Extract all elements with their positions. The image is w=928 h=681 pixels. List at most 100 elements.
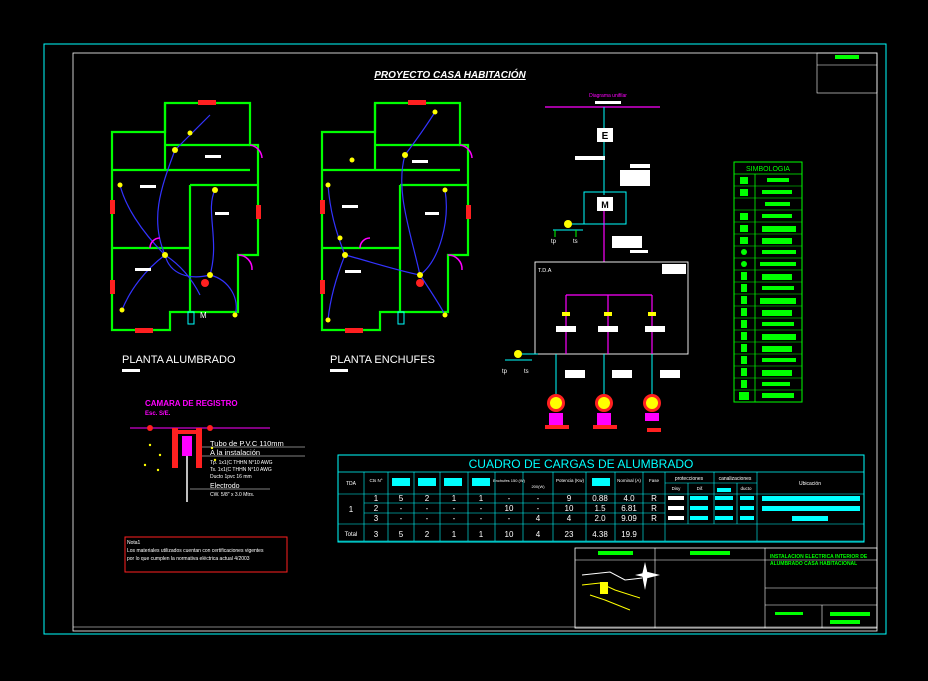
svg-text:10: 10 xyxy=(505,530,514,539)
note-line2: por lo que cumplen la normativa eléctric… xyxy=(127,556,250,562)
camara-install: A la instalación xyxy=(210,448,260,457)
camara-electrodo-spec: CW. 5/8" x 3.0 Mtrs. xyxy=(210,492,254,498)
title-block: INSTALACION ELECTRICA INTERIOR DE ALUMBR… xyxy=(574,547,878,629)
svg-text:-: - xyxy=(480,504,483,513)
svg-text:0.88: 0.88 xyxy=(592,494,608,503)
th-potencia: Potencia (Kw) xyxy=(556,478,585,483)
svg-text:23: 23 xyxy=(565,530,574,539)
svg-text:19.9: 19.9 xyxy=(621,530,637,539)
th-protecciones: protecciones xyxy=(675,476,704,482)
camara-electrodo: Electrodo xyxy=(210,483,240,490)
svg-text:-: - xyxy=(400,504,403,513)
plan-outlets-label: PLANTA ENCHUFES xyxy=(330,354,435,366)
svg-text:10: 10 xyxy=(505,504,514,513)
svg-text:2.0: 2.0 xyxy=(594,514,606,523)
camara-title: CAMARA DE REGISTRO xyxy=(145,399,238,408)
svg-text:-: - xyxy=(453,514,456,523)
th-disy: Disy xyxy=(672,486,681,491)
table-total-row: Total 3 5 2 1 1 10 4 23 4.38 19.9 xyxy=(345,530,638,539)
th-ubicacion: Ubicación xyxy=(799,481,821,487)
svg-text:5: 5 xyxy=(399,530,404,539)
th-w2: 200(W) xyxy=(531,484,545,489)
th-fase: Fase xyxy=(649,478,660,483)
camara-spec2: Ts. 1x1(C THHN N°10 AWG xyxy=(210,467,272,473)
meter-box xyxy=(597,128,613,142)
ground-tp-label: tp xyxy=(551,239,557,245)
plan-lighting-label: PLANTA ALUMBRADO xyxy=(122,354,236,366)
sheet-border xyxy=(43,43,887,635)
ground-ts-label-2: ts xyxy=(524,369,529,375)
svg-text:9: 9 xyxy=(567,494,572,503)
floor-plan-lighting: M xyxy=(110,100,263,333)
svg-text:5: 5 xyxy=(399,494,404,503)
single-line-diagram: Diagrama unifilar E M tp ts T.D.A xyxy=(502,93,689,432)
svg-text:Total: Total xyxy=(345,532,358,538)
titleblock-line2: ALUMBRADO CASA HABITACIONAL xyxy=(770,561,857,567)
camara-spec1: Tp. 1x1(C THHN N°10 AWG xyxy=(210,460,273,466)
ground-ts-label: ts xyxy=(573,239,578,245)
simbologia-title: SIMBOLOGIA xyxy=(746,166,790,173)
location-map xyxy=(581,562,660,611)
titleblock-line1: INSTALACION ELECTRICA INTERIOR DE xyxy=(770,554,868,560)
note-line1: Los materiales utilizados cuentan con ce… xyxy=(127,548,264,554)
tda-value: 1 xyxy=(349,505,354,514)
project-title: PROYECTO CASA HABITACIÓN xyxy=(374,68,526,81)
th-tda: TDA xyxy=(346,481,357,487)
svg-text:6.81: 6.81 xyxy=(621,504,637,513)
th-enchufes: Enchufes 150 (W) xyxy=(493,478,526,483)
svg-text:1: 1 xyxy=(374,494,379,503)
svg-text:1.5: 1.5 xyxy=(594,504,606,513)
note-box: Nota1 Los materiales utilizados cuentan … xyxy=(124,536,288,573)
th-canalizaciones: canalizaciones xyxy=(719,476,752,482)
svg-text:1: 1 xyxy=(479,530,484,539)
camara-tube: Tubo de P.V.C 110mm xyxy=(210,439,284,448)
load-table: CUADRO DE CARGAS DE ALUMBRADO TD xyxy=(337,454,865,543)
svg-text:-: - xyxy=(537,504,540,513)
table-row: 2 - - - - 10 - 10 1.5 6.81 R xyxy=(374,504,657,513)
th-ducto: ducto xyxy=(740,486,752,491)
svg-text:-: - xyxy=(508,494,511,503)
svg-text:9.09: 9.09 xyxy=(621,514,637,523)
load-table-title: CUADRO DE CARGAS DE ALUMBRADO xyxy=(469,457,694,471)
camara-registro-detail: CAMARA DE REGISTRO Esc. S/E. Tubo de P.V… xyxy=(130,399,305,502)
tda-label: T.D.A xyxy=(538,268,552,274)
camara-scale: Esc. S/E. xyxy=(145,411,171,417)
th-dif: Dif. xyxy=(697,486,704,491)
svg-text:R: R xyxy=(651,494,657,503)
main-breaker-box xyxy=(597,197,613,211)
svg-text:-: - xyxy=(400,514,403,523)
svg-text:4: 4 xyxy=(567,514,572,523)
simbologia-legend: SIMBOLOGIA xyxy=(733,161,803,403)
main-breaker-label: M xyxy=(601,200,609,210)
svg-text:10: 10 xyxy=(565,504,574,513)
svg-text:3: 3 xyxy=(374,530,379,539)
svg-text:2: 2 xyxy=(425,494,430,503)
diagram-title: Diagrama unifilar xyxy=(589,93,627,99)
svg-text:-: - xyxy=(508,514,511,523)
svg-text:R: R xyxy=(651,514,657,523)
svg-text:-: - xyxy=(537,494,540,503)
note-title: Nota1 xyxy=(127,540,141,546)
svg-text:2: 2 xyxy=(425,530,430,539)
meter-label: E xyxy=(602,131,609,142)
th-ctos: Cts N° xyxy=(369,478,382,483)
ground-tp-label-2: tp xyxy=(502,369,508,375)
svg-text:3: 3 xyxy=(374,514,379,523)
svg-text:4: 4 xyxy=(536,530,541,539)
revision-mark xyxy=(835,55,859,59)
load-circuit-3 xyxy=(643,394,661,432)
svg-text:4: 4 xyxy=(536,514,541,523)
camara-spec3: Ducto 1pvc 16 mm xyxy=(210,474,252,480)
svg-text:1: 1 xyxy=(452,530,457,539)
table-row: 3 - - - - - 4 4 2.0 9.09 R xyxy=(374,514,657,523)
svg-text:2: 2 xyxy=(374,504,379,513)
floor-plan-outlets xyxy=(320,100,473,333)
svg-text:-: - xyxy=(426,504,429,513)
table-row: 1 5 2 1 1 - - 9 0.88 4.0 R xyxy=(374,494,657,503)
svg-text:-: - xyxy=(453,504,456,513)
svg-text:-: - xyxy=(426,514,429,523)
main-panel-icon-left: M xyxy=(200,311,207,320)
svg-text:1: 1 xyxy=(479,494,484,503)
svg-text:4.0: 4.0 xyxy=(623,494,635,503)
